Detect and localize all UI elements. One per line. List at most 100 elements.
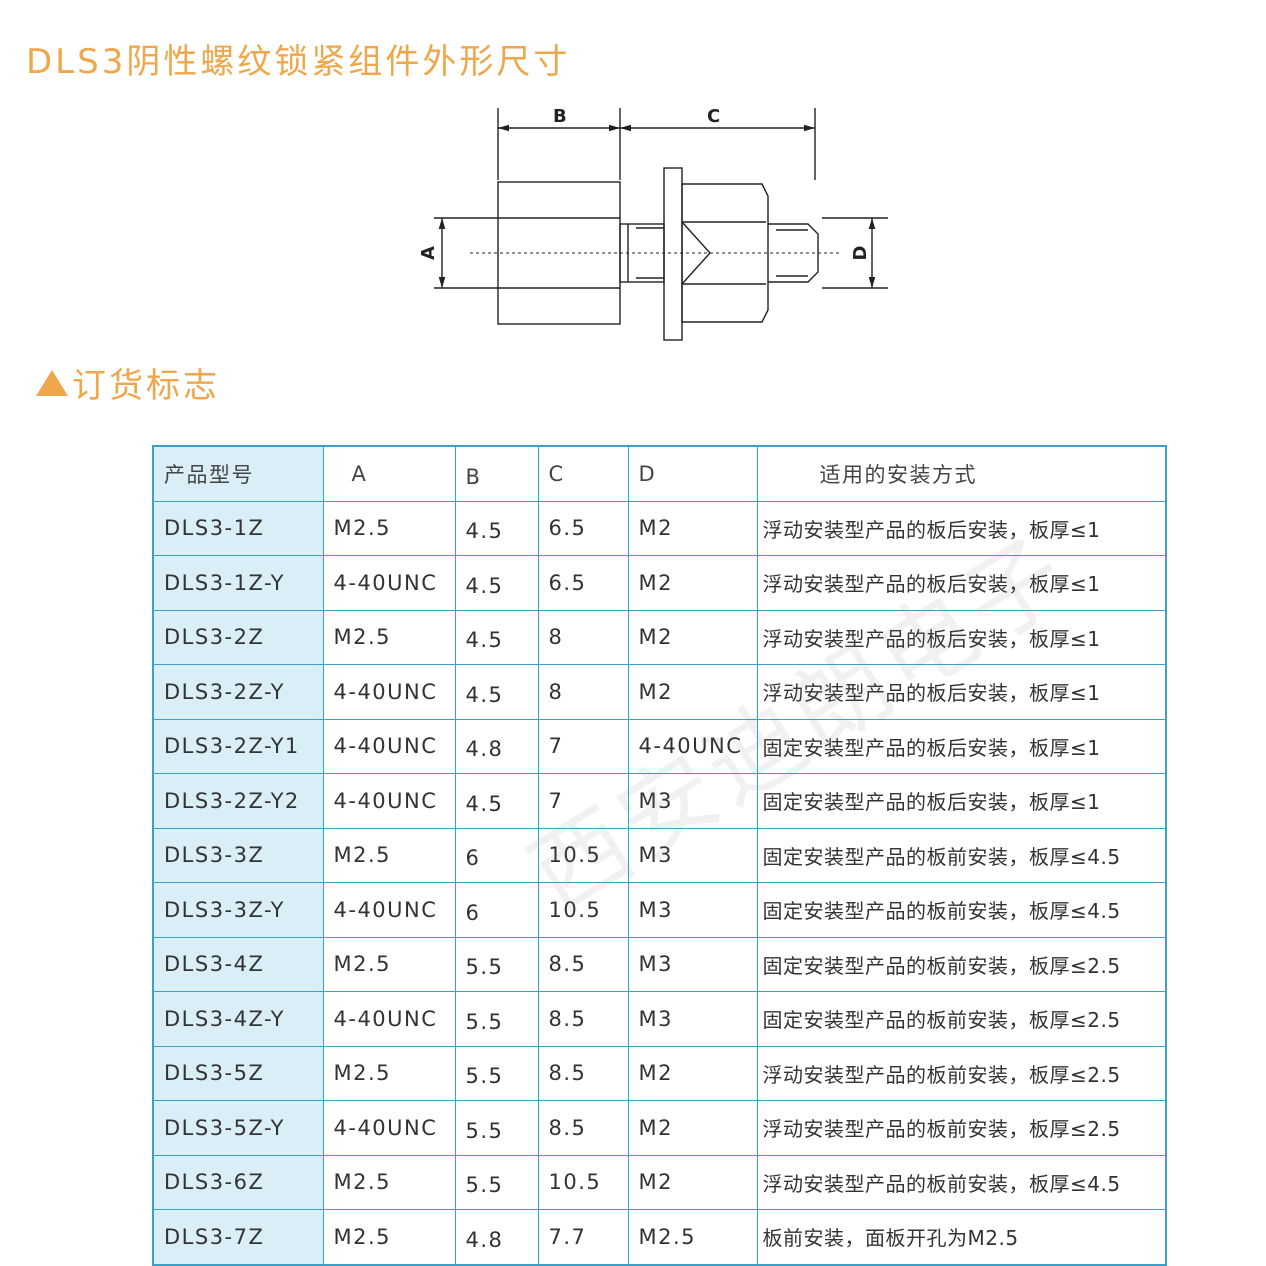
triangle-icon xyxy=(36,369,68,396)
cell-a: M2.5 xyxy=(322,936,456,992)
cell-a: 4-40UNC xyxy=(322,718,456,774)
cell-mount: 固定安装型产品的板前安装，板厚≤4.5 xyxy=(756,882,1167,938)
cell-model: DLS3-4Z-Y xyxy=(152,991,324,1047)
cell-d: M2 xyxy=(627,1100,758,1156)
dimension-drawing: B C A D xyxy=(418,106,888,341)
cell-model: DLS3-2Z-Y1 xyxy=(152,718,324,774)
cell-b: 4.5 xyxy=(454,609,539,665)
cell-mount: 浮动安装型产品的板前安装，板厚≤4.5 xyxy=(756,1154,1167,1210)
cell-mount: 浮动安装型产品的板前安装，板厚≤2.5 xyxy=(756,1100,1167,1156)
cell-mount: 固定安装型产品的板前安装，板厚≤2.5 xyxy=(756,936,1167,992)
cell-b: 4.5 xyxy=(454,773,539,829)
dimension-label-c: C xyxy=(707,106,720,127)
cell-a: M2.5 xyxy=(322,1209,456,1265)
cell-d: M2 xyxy=(627,1045,758,1101)
cell-c: 7.7 xyxy=(537,1209,629,1265)
cell-model: DLS3-5Z-Y xyxy=(152,1100,324,1156)
cell-mount: 固定安装型产品的板前安装，板厚≤4.5 xyxy=(756,827,1167,883)
cell-mount: 板前安装，面板开孔为M2.5 xyxy=(756,1209,1167,1265)
cell-b: 5.5 xyxy=(454,1045,539,1101)
cell-d: M3 xyxy=(627,991,758,1047)
cell-a: 4-40UNC xyxy=(322,773,456,829)
cell-c: 8.5 xyxy=(537,991,629,1047)
cell-c: 10.5 xyxy=(537,1154,629,1210)
cell-c: 6.5 xyxy=(537,555,629,611)
cell-b: 6 xyxy=(454,827,539,883)
cell-a: M2.5 xyxy=(322,827,456,883)
cell-c: 7 xyxy=(537,773,629,829)
cell-mount: 固定安装型产品的板后安装，板厚≤1 xyxy=(756,718,1167,774)
dimension-label-b: B xyxy=(553,106,567,127)
cell-b: 5.5 xyxy=(454,1154,539,1210)
cell-a: M2.5 xyxy=(322,609,456,665)
header-mount: 适用的安装方式 xyxy=(756,445,1167,502)
cell-c: 7 xyxy=(537,718,629,774)
cell-c: 10.5 xyxy=(537,882,629,938)
cell-d: M3 xyxy=(627,936,758,992)
header-c: C xyxy=(537,445,629,502)
cell-b: 4.8 xyxy=(454,718,539,774)
section-title: 订货标志 xyxy=(72,366,220,406)
cell-d: M2 xyxy=(627,664,758,720)
cell-d: M2 xyxy=(627,609,758,665)
cell-mount: 浮动安装型产品的板后安装，板厚≤1 xyxy=(756,500,1167,556)
cell-a: M2.5 xyxy=(322,1154,456,1210)
cell-mount: 固定安装型产品的板前安装，板厚≤2.5 xyxy=(756,991,1167,1047)
cell-b: 4.8 xyxy=(454,1209,539,1265)
cell-a: 4-40UNC xyxy=(322,555,456,611)
cell-a: 4-40UNC xyxy=(322,991,456,1047)
cell-d: M3 xyxy=(627,773,758,829)
cell-c: 8.5 xyxy=(537,1045,629,1101)
cell-b: 4.5 xyxy=(454,555,539,611)
cell-d: M3 xyxy=(627,827,758,883)
cell-mount: 浮动安装型产品的板后安装，板厚≤1 xyxy=(756,555,1167,611)
cell-c: 8 xyxy=(537,664,629,720)
cell-model: DLS3-2Z-Y xyxy=(152,664,324,720)
cell-d: 4-40UNC xyxy=(627,718,758,774)
cell-c: 8.5 xyxy=(537,936,629,992)
cell-mount: 浮动安装型产品的板后安装，板厚≤1 xyxy=(756,609,1167,665)
cell-a: 4-40UNC xyxy=(322,1100,456,1156)
cell-b: 4.5 xyxy=(454,664,539,720)
cell-b: 5.5 xyxy=(454,991,539,1047)
cell-b: 5.5 xyxy=(454,1100,539,1156)
cell-model: DLS3-1Z xyxy=(152,500,324,556)
header-d: D xyxy=(627,445,758,502)
cell-b: 4.5 xyxy=(454,500,539,556)
page-title: DLS3阴性螺纹锁紧组件外形尺寸 xyxy=(26,42,571,82)
header-a: A xyxy=(322,445,456,502)
cell-a: M2.5 xyxy=(322,500,456,556)
cell-mount: 固定安装型产品的板后安装，板厚≤1 xyxy=(756,773,1167,829)
cell-c: 10.5 xyxy=(537,827,629,883)
table-header-row: 产品型号 A B C D 适用的安装方式 xyxy=(152,445,1167,502)
dimension-label-a: A xyxy=(418,246,439,260)
cell-model: DLS3-2Z-Y2 xyxy=(152,773,324,829)
cell-a: M2.5 xyxy=(322,1045,456,1101)
dimension-label-d: D xyxy=(850,246,871,261)
cell-model: DLS3-6Z xyxy=(152,1154,324,1210)
cell-d: M2 xyxy=(627,555,758,611)
cell-model: DLS3-1Z-Y xyxy=(152,555,324,611)
cell-model: DLS3-3Z-Y xyxy=(152,882,324,938)
cell-b: 6 xyxy=(454,882,539,938)
cell-a: 4-40UNC xyxy=(322,882,456,938)
cell-c: 6.5 xyxy=(537,500,629,556)
cell-mount: 浮动安装型产品的板后安装，板厚≤1 xyxy=(756,664,1167,720)
cell-d: M2 xyxy=(627,500,758,556)
cell-d: M3 xyxy=(627,882,758,938)
cell-model: DLS3-2Z xyxy=(152,609,324,665)
cell-c: 8 xyxy=(537,609,629,665)
